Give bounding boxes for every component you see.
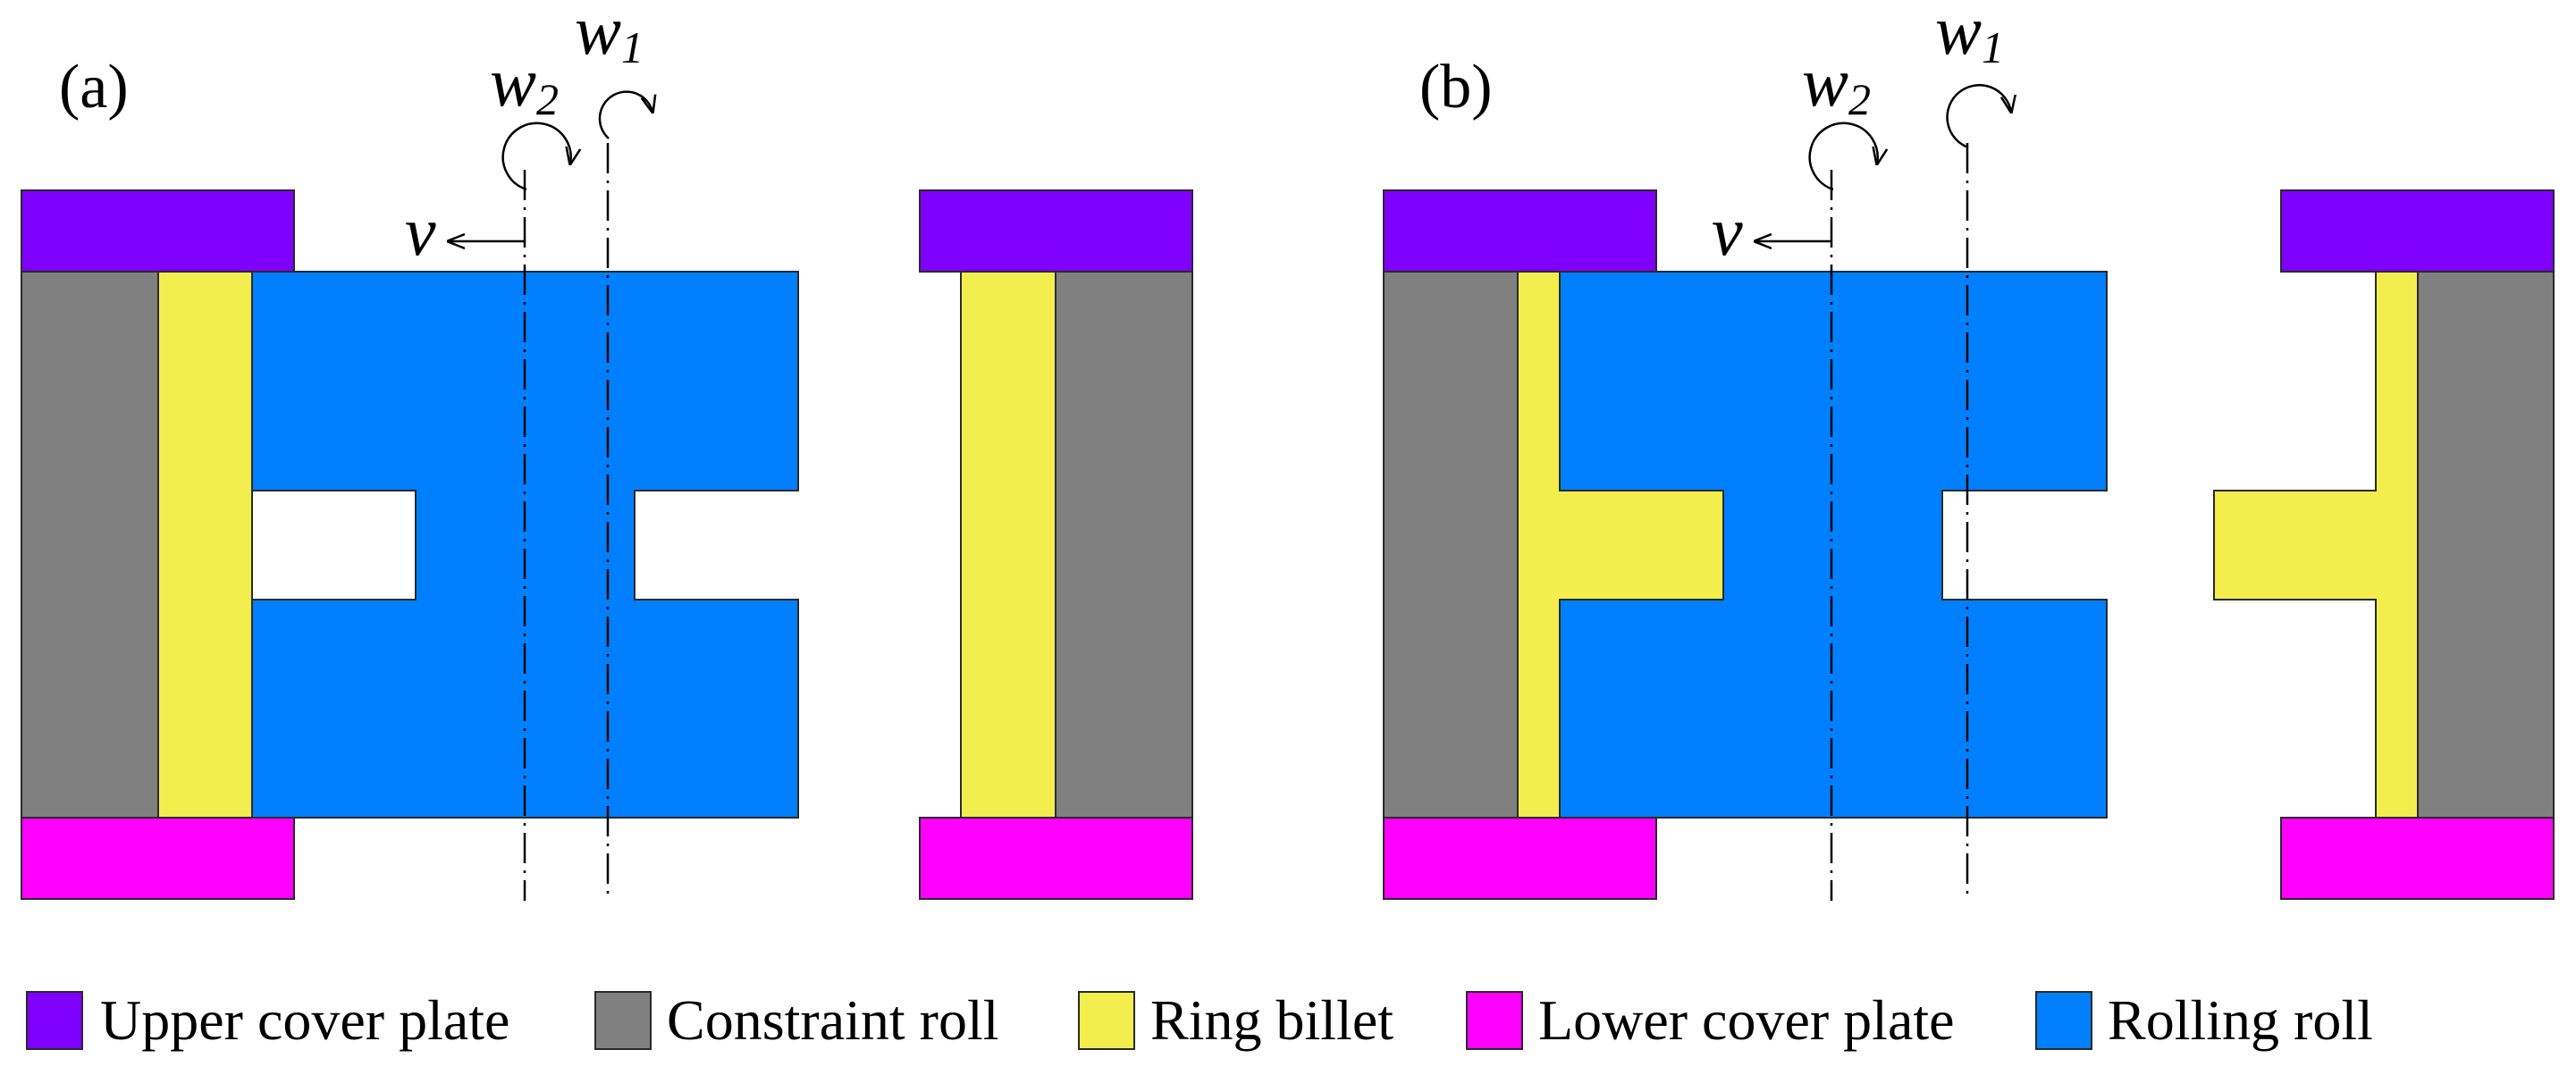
panel-b: (b) w1 w2 v bbox=[1383, 0, 2555, 901]
lower-cover-plate-right bbox=[919, 817, 1193, 900]
panel-b-label: (b) bbox=[1419, 53, 1493, 122]
panel-a-label: (a) bbox=[59, 53, 129, 122]
lower-cover-plate-left bbox=[21, 817, 295, 900]
legend-label: Upper cover plate bbox=[100, 988, 509, 1052]
upper-cover-plate-left bbox=[21, 189, 295, 273]
legend-item-lower-cover-plate: Lower cover plate bbox=[1466, 988, 1955, 1052]
rolling-roll bbox=[1559, 271, 2108, 819]
velocity-label: v bbox=[1712, 192, 1743, 270]
velocity-label: v bbox=[405, 192, 436, 270]
rotation-arrow-w2 bbox=[1808, 122, 1878, 191]
upper-cover-plate-right bbox=[2280, 189, 2555, 273]
legend-swatch bbox=[2035, 991, 2092, 1050]
w2-label: w2 bbox=[1802, 43, 1871, 124]
ring-billet-left bbox=[157, 271, 253, 819]
legend-swatch bbox=[594, 991, 652, 1050]
panel-a: (a) w1 w2 v bbox=[21, 0, 1193, 901]
w1-label: w1 bbox=[575, 0, 644, 72]
legend-label: Ring billet bbox=[1150, 988, 1393, 1052]
constraint-roll-right bbox=[1055, 271, 1193, 819]
ring-billet-right bbox=[2213, 271, 2419, 819]
legend-item-upper-cover-plate: Upper cover plate bbox=[26, 988, 509, 1052]
rotation-arrow-w1 bbox=[598, 90, 652, 139]
legend-label: Lower cover plate bbox=[1538, 988, 1955, 1052]
legend-item-constraint-roll: Constraint roll bbox=[594, 988, 999, 1052]
legend: Upper cover plate Constraint roll Ring b… bbox=[26, 988, 2373, 1052]
rotation-arrow-w1 bbox=[1946, 84, 2011, 149]
ring-billet-right bbox=[960, 271, 1056, 819]
w2-label: w2 bbox=[490, 43, 559, 124]
lower-cover-plate-left bbox=[1383, 817, 1657, 900]
constraint-roll-left bbox=[21, 271, 159, 819]
w1-label: w1 bbox=[1935, 0, 2004, 72]
legend-swatch bbox=[1466, 991, 1523, 1050]
upper-cover-plate-right bbox=[919, 189, 1193, 273]
constraint-roll-right bbox=[2417, 271, 2555, 819]
legend-label: Rolling roll bbox=[2108, 988, 2373, 1052]
rotation-arrow-w2 bbox=[501, 122, 571, 191]
constraint-roll-left bbox=[1383, 271, 1519, 819]
legend-item-ring-billet: Ring billet bbox=[1078, 988, 1393, 1052]
upper-cover-plate-left bbox=[1383, 189, 1657, 273]
legend-item-rolling-roll: Rolling roll bbox=[2035, 988, 2373, 1052]
rolling-roll bbox=[251, 271, 799, 819]
legend-swatch bbox=[26, 991, 83, 1050]
lower-cover-plate-right bbox=[2280, 817, 2555, 900]
legend-swatch bbox=[1078, 991, 1135, 1050]
legend-label: Constraint roll bbox=[667, 988, 999, 1052]
